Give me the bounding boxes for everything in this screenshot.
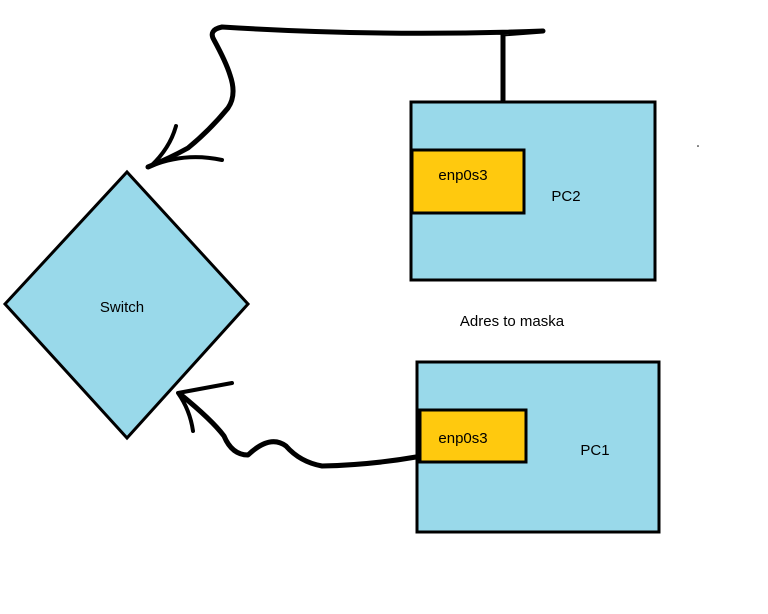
pc1-interface-box [418, 408, 528, 464]
pc1-interface-label: enp0s3 [438, 430, 487, 447]
annotation-text: Adres to maska [460, 313, 565, 330]
stray-dot [697, 145, 699, 147]
pc2-to-switch-connector [145, 24, 546, 170]
pc1-arrowhead-icon [176, 381, 234, 433]
pc2-label: PC2 [551, 188, 580, 205]
pc2-interface-label: enp0s3 [438, 167, 487, 184]
pc2-arrowhead-icon [149, 124, 224, 168]
pc1-to-switch-connector [177, 391, 419, 469]
pc1-label: PC1 [580, 442, 609, 459]
switch-label: Switch [100, 299, 144, 316]
switch-shape [2, 169, 251, 441]
pc2-interface-box [410, 148, 526, 215]
